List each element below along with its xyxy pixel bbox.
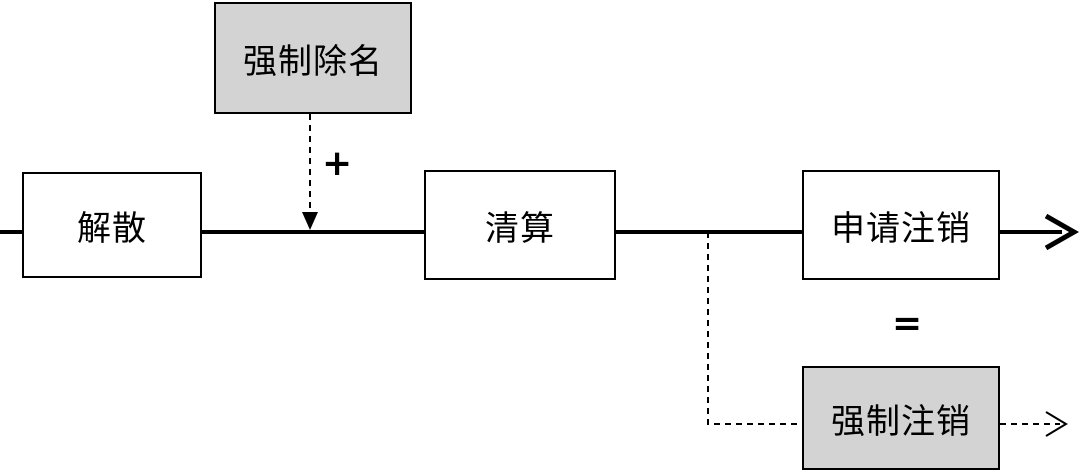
node-apply-deregistration: 申请注销: [802, 170, 1000, 280]
node-forced-deregistration: 强制注销: [802, 366, 1000, 470]
equals-symbol: =: [892, 303, 923, 344]
forced-deregistration-arrowhead: [1045, 411, 1068, 437]
main-arrowhead: [1044, 213, 1080, 251]
node-liquidation: 清算: [424, 170, 616, 280]
node-forced-removal: 强制除名: [214, 2, 412, 114]
node-dissolution: 解散: [22, 172, 202, 278]
forced-removal-arrowhead: [302, 212, 318, 230]
plus-symbol: +: [322, 143, 353, 184]
forced-deregistration-dashed-connector: [707, 232, 802, 425]
